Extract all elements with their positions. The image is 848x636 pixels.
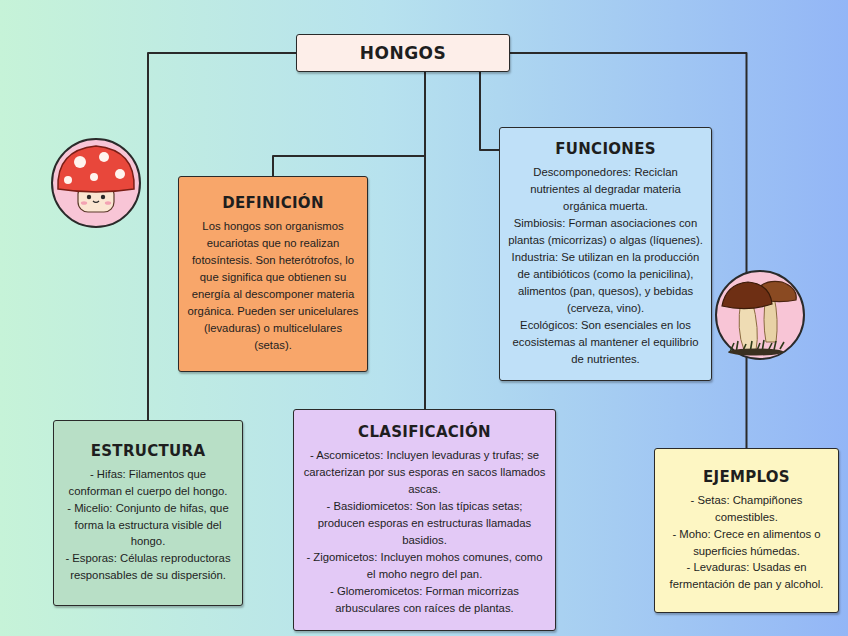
mushroom-cap: [58, 146, 134, 192]
box-body: - Glomeromicetos: Forman micorrizas arbu…: [302, 583, 547, 617]
cap-spot: [64, 176, 72, 184]
box-heading: CLASIFICACIÓN: [358, 423, 491, 441]
box-body: Simbiosis: Forman asociaciones con plant…: [508, 215, 703, 249]
boletus-icon: [716, 271, 804, 359]
box-heading: DEFINICIÓN: [222, 194, 324, 212]
definition-box: DEFINICIÓN Los hongos son organismos euca…: [178, 176, 368, 372]
functions-box: FUNCIONES Descomponedores: Reciclan nutri…: [499, 127, 712, 381]
structure-box: ESTRUCTURA - Hifas: Filamentos que confor…: [53, 420, 243, 606]
mushroom-blush: [81, 201, 87, 205]
box-heading: ESTRUCTURA: [91, 442, 206, 460]
box-heading: EJEMPLOS: [703, 468, 790, 486]
box-body: - Basidiomicetos: Son las típicas setas;…: [302, 498, 547, 549]
mushroom-eye: [87, 195, 91, 199]
main-title: HONGOS: [360, 43, 447, 63]
box-body: - Setas: Champiñones comestibles.: [663, 492, 830, 526]
box-body: - Moho: Crece en alimentos o superficies…: [663, 526, 830, 560]
cute-mushroom-icon: [52, 139, 140, 227]
box-heading: FUNCIONES: [555, 140, 656, 158]
box-body: - Ascomicetos: Incluyen levaduras y truf…: [302, 447, 547, 498]
connector-line: [480, 72, 499, 150]
box-body: Industria: Se utilizan en la producción …: [508, 249, 703, 317]
mushroom-cap: [722, 282, 772, 309]
ground: [728, 349, 784, 356]
icon-circle: [716, 271, 804, 359]
cap-spot: [90, 173, 98, 181]
box-body: - Hifas: Filamentos que conforman el cue…: [62, 466, 234, 500]
cap-spot: [99, 152, 109, 162]
box-body: - Esporas: Células reproductoras respons…: [62, 550, 234, 584]
box-body: Descomponedores: Reciclan nutrientes al …: [508, 164, 703, 215]
box-body: - Levaduras: Usadas en fermentación de p…: [663, 559, 830, 593]
box-body: Ecológicos: Son esenciales en los ecosis…: [508, 317, 703, 368]
cap-spot: [115, 169, 125, 179]
mushroom-blush: [105, 201, 111, 205]
box-body: Los hongos son organismos eucariotas que…: [187, 218, 359, 354]
box-body: - Zigomicetos: Incluyen mohos comunes, c…: [302, 549, 547, 583]
examples-box: EJEMPLOS - Setas: Champiñones comestibles…: [654, 448, 839, 613]
cap-spot: [74, 156, 86, 168]
classification-box: CLASIFICACIÓN - Ascomicetos: Incluyen lev…: [293, 409, 556, 631]
connector-line: [273, 72, 425, 176]
mushroom-eye: [101, 195, 105, 199]
icon-circle: [52, 139, 140, 227]
box-body: - Micelio: Conjunto de hifas, que forma …: [62, 500, 234, 551]
connector-line: [424, 72, 426, 409]
mushroom-mouth: [93, 201, 99, 203]
root-box: HONGOS: [296, 34, 510, 72]
